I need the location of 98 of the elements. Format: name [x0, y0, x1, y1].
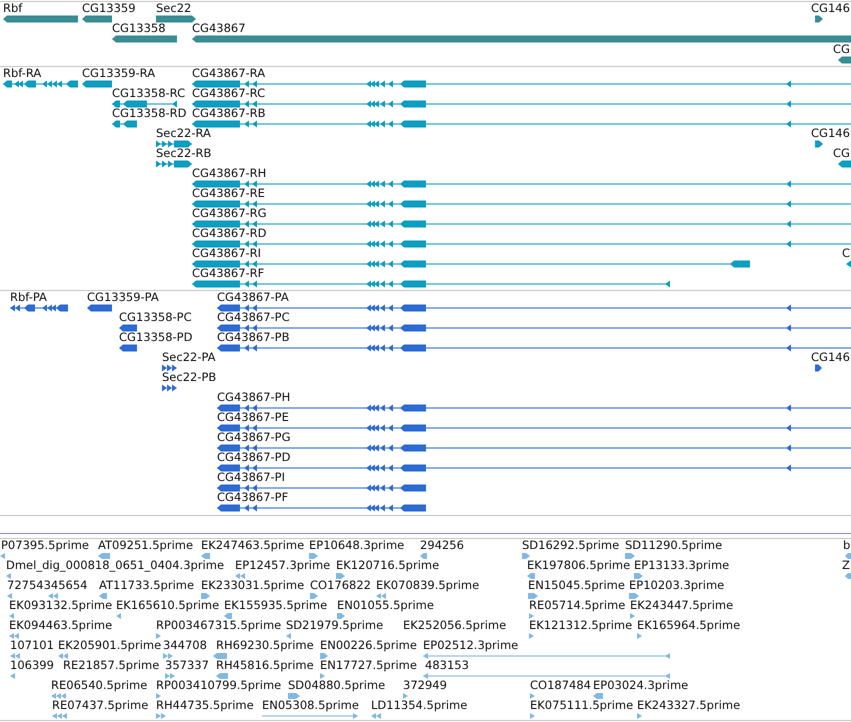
- feature-name: EK075111.5prime: [530, 699, 634, 712]
- feature-name: RE05714.5prime: [529, 599, 626, 612]
- transcript-name: CG43867-RC: [192, 87, 266, 100]
- transcript-name: CG43867-PA: [217, 291, 289, 304]
- feature-name: EK120716.5prime: [336, 559, 440, 572]
- transcript-name: CG43867-PH: [217, 391, 290, 404]
- feature-name: 106399: [10, 659, 54, 672]
- feature-name: RE07437.5prime: [52, 699, 148, 712]
- feature-name: EP10203.3prime: [629, 579, 724, 592]
- feature-name: EK243447.5prime: [630, 599, 734, 612]
- feature-name: EK121312.5prime: [529, 619, 632, 632]
- transcript-name: CG13358-RD: [112, 107, 187, 120]
- transcript-name: CG43867-PG: [217, 431, 291, 444]
- transcript-name: CG43867-PD: [217, 451, 290, 464]
- gene-name: CG: [833, 43, 850, 56]
- feature-name: SD21979.5prime: [286, 619, 384, 632]
- feature-name: Z: [842, 559, 850, 572]
- feature-name: CO176822: [310, 579, 371, 592]
- gene-name: CG43867: [192, 22, 246, 35]
- feature-name: EP13133.3prime: [634, 559, 730, 572]
- transcript-name: CG13358-PC: [119, 311, 192, 324]
- feature-name: SD04880.5prime: [288, 679, 386, 692]
- transcript-name: CG: [833, 147, 850, 160]
- feature-name: EP03024.3prime: [593, 679, 688, 692]
- transcript-name: CG43867-RB: [192, 107, 266, 120]
- transcript-name: Sec22-RA: [156, 127, 211, 140]
- feature-name: EK165610.5prime: [116, 599, 220, 612]
- feature-name: RH69230.5prime: [216, 639, 314, 652]
- feature-name: RE06540.5prime: [51, 679, 148, 692]
- feature-name: 294256: [420, 539, 464, 552]
- feature-name: RP003467315.5prime: [156, 619, 282, 632]
- feature-name: SD16292.5prime: [522, 539, 620, 552]
- transcript-name: CG43867-RA: [192, 67, 266, 80]
- transcript-name: CG43867-RD: [192, 227, 267, 240]
- gene-name: CG13359: [82, 2, 136, 15]
- transcript-name: CG146: [811, 351, 850, 364]
- transcript-name: CG43867-PC: [217, 311, 290, 324]
- feature-name: EK093132.5prime: [9, 599, 112, 612]
- feature-name: AT11733.5prime: [99, 579, 194, 592]
- feature-name: RH44735.5prime: [156, 699, 254, 712]
- feature-name: EK094463.5prime: [9, 619, 112, 632]
- feature-name: 72754345654: [7, 579, 88, 592]
- transcript-name: Sec22-PA: [162, 351, 216, 364]
- feature-name: 372949: [403, 679, 447, 692]
- transcript-name: Sec22-RB: [156, 147, 212, 160]
- feature-name: 483153: [425, 659, 469, 672]
- feature-name: RP003410799.5prime: [156, 679, 282, 692]
- transcript-name: CG13359-RA: [82, 67, 156, 80]
- feature-name: EP02512.3prime: [423, 639, 518, 652]
- feature-name: RE21857.5prime: [63, 659, 160, 672]
- feature-name: EK165964.5prime: [637, 619, 740, 632]
- feature-name: EN01055.5prime: [337, 599, 434, 612]
- feature-name: LD11354.5prime: [371, 699, 468, 712]
- gene-name: CG13358: [112, 22, 166, 35]
- feature-name: EP10648.3prime: [309, 539, 404, 552]
- gene-name: Sec22: [156, 2, 192, 15]
- gene-name: CG146: [811, 2, 850, 15]
- feature-name: SD11290.5prime: [625, 539, 722, 552]
- feature-name: EK247463.5prime: [201, 539, 304, 552]
- feature-name: AT09251.5prime: [98, 539, 194, 552]
- transcript-name: CG13358-PD: [119, 331, 192, 344]
- feature-name: EK197806.5prime: [527, 559, 630, 572]
- transcript-name: CG43867-PF: [217, 491, 288, 504]
- feature-name: RH45816.5prime: [216, 659, 314, 672]
- transcript-name: Rbf-RA: [3, 67, 42, 80]
- transcript-name: CG43867-PI: [217, 471, 286, 484]
- transcript-name: CG43867-PE: [217, 411, 289, 424]
- feature-name: P07395.5prime: [1, 539, 89, 552]
- transcript-name: CG43867-RE: [192, 187, 265, 200]
- feature-name: EK233031.5prime: [201, 579, 304, 592]
- feature-name: EK155935.5prime: [224, 599, 328, 612]
- transcript-name: CG43867-RH: [192, 167, 266, 180]
- feature-name: CO187484: [530, 679, 591, 692]
- feature-name: EK252056.5prime: [403, 619, 506, 632]
- feature-name: EN05308.5prime: [262, 699, 359, 712]
- transcript-name: CG43867-RG: [192, 207, 267, 220]
- transcript-name: CG43867-PB: [217, 331, 290, 344]
- transcript-name: CG43867-RF: [192, 267, 264, 280]
- feature-name: EN15045.5prime: [528, 579, 625, 592]
- transcript-name: Rbf-PA: [10, 291, 47, 304]
- transcript-name: C: [842, 247, 850, 260]
- feature-name: 357337: [165, 659, 209, 672]
- feature-name: EK070839.5prime: [376, 579, 480, 592]
- transcript-name: CG13359-PA: [87, 291, 159, 304]
- feature-name: EN17727.5prime: [320, 659, 417, 672]
- transcript-name: Sec22-PB: [162, 371, 216, 384]
- feature-name: b: [843, 539, 850, 552]
- feature-name: EP12457.3prime: [235, 559, 330, 572]
- feature-name: EK205901.5prime: [58, 639, 162, 652]
- feature-name: EK243327.5prime: [637, 699, 740, 712]
- transcript-name: CG146: [811, 127, 850, 140]
- feature-name: 344708: [163, 639, 207, 652]
- feature-name: Dmel_dig_000818_0651_0404.3prime: [6, 559, 224, 572]
- transcript-name: CG43867-RI: [192, 247, 262, 260]
- feature-name: 107101: [10, 639, 54, 652]
- feature-name: EN00226.5prime: [320, 639, 417, 652]
- gene-name: Rbf: [3, 2, 22, 15]
- transcript-name: CG13358-RC: [112, 87, 186, 100]
